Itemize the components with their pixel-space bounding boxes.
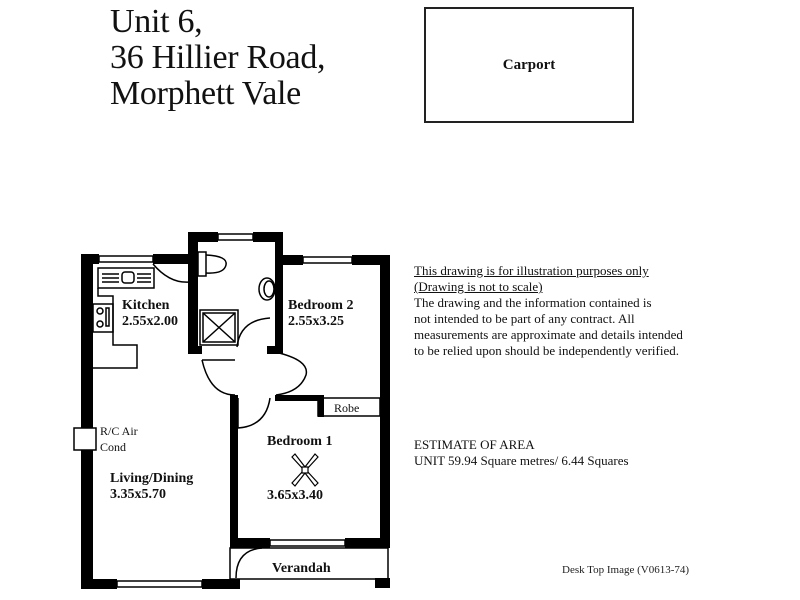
disclaimer-line: not intended to be part of any contract.… [414, 311, 635, 326]
kitchen-size: 2.55x2.00 [122, 314, 178, 329]
disclaimer-line: The drawing and the information containe… [414, 295, 652, 310]
walls [81, 232, 390, 589]
property-address: Unit 6, 36 Hillier Road, Morphett Vale [110, 3, 326, 112]
disclaimer-line: measurements are approximate and details… [414, 327, 683, 342]
area-estimate: ESTIMATE OF AREA UNIT 59.94 Square metre… [414, 437, 629, 469]
living-name: Living/Dining [110, 471, 194, 486]
carport-label: Carport [502, 56, 556, 73]
area-title: ESTIMATE OF AREA [414, 437, 535, 452]
image-code: Desk Top Image (V0613-74) [562, 564, 690, 576]
address-line-street: 36 Hillier Road, [110, 39, 326, 76]
fixtures [73, 233, 389, 588]
bedroom1-size: 3.65x3.40 [267, 488, 323, 503]
window [116, 580, 203, 588]
living-label: Living/Dining 3.35x5.70 [110, 471, 193, 503]
area-value: UNIT 59.94 Square metres/ 6.44 Squares [414, 453, 629, 468]
bedroom1-name: Bedroom 1 [267, 434, 333, 449]
disclaimer-heading: This drawing is for illustration purpose… [414, 263, 649, 278]
disclaimer-line: to be relied upon should be independentl… [414, 343, 679, 358]
address-line-unit: Unit 6, [110, 3, 203, 40]
aircon-label: R/C Air Cond [100, 423, 138, 455]
aircon-line1: R/C Air [100, 424, 138, 438]
verandah-label: Verandah [272, 561, 331, 576]
living-size: 3.35x5.70 [110, 487, 166, 502]
disclaimer-block: This drawing is for illustration purpose… [414, 263, 683, 359]
bedroom2-label: Bedroom 2 2.55x3.25 [288, 298, 353, 330]
ceiling-fan-icon [291, 453, 319, 487]
kitchen-label: Kitchen 2.55x2.00 [122, 298, 178, 330]
bedroom2-size: 2.55x3.25 [288, 314, 344, 329]
robe-label: Robe [334, 401, 360, 415]
bedroom2-name: Bedroom 2 [288, 298, 354, 313]
window [98, 255, 154, 263]
address-line-suburb: Morphett Vale [110, 75, 301, 112]
window [302, 256, 353, 264]
kitchen-name: Kitchen [122, 298, 170, 313]
aircon-line2: Cond [100, 440, 127, 454]
carport-box: Carport [424, 7, 634, 123]
window [217, 233, 254, 241]
window [269, 539, 346, 547]
disclaimer-subheading: (Drawing is not to scale) [414, 279, 543, 294]
